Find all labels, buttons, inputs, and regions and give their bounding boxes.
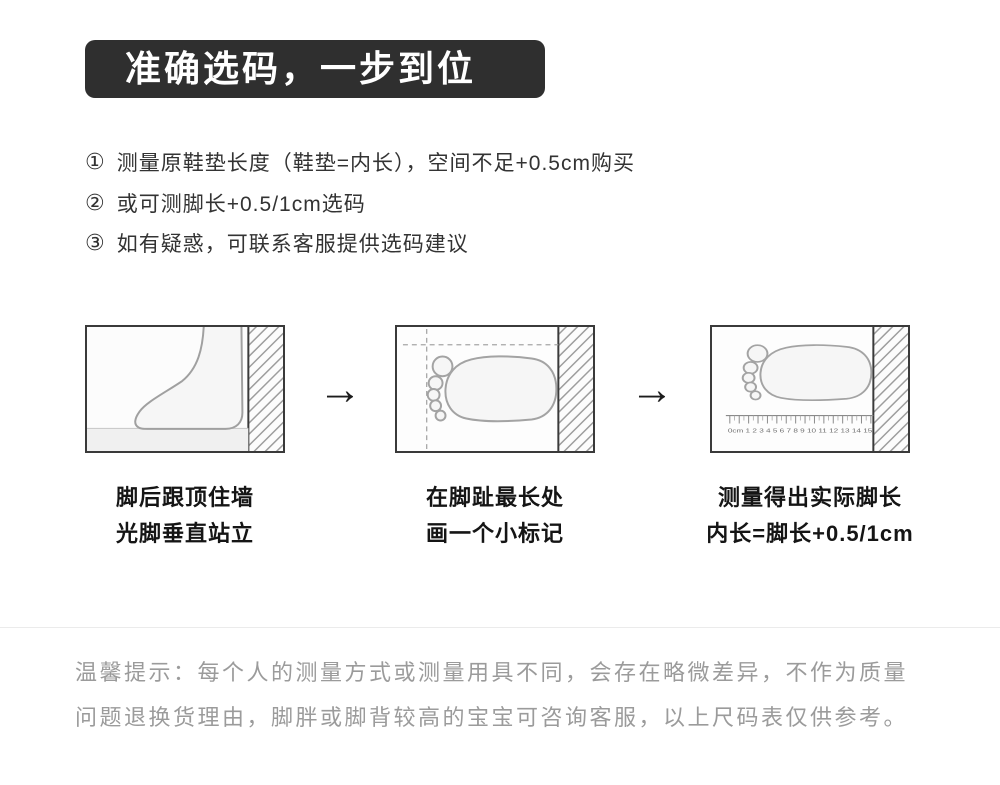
instruction-item-2: ② 或可测脚长+0.5/1cm选码 [85, 190, 366, 216]
step3-caption-line1: 测量得出实际脚长 [717, 485, 902, 510]
wall-hatch [248, 327, 283, 451]
ruler-major-ticks [729, 415, 872, 424]
wall-hatch [873, 327, 908, 451]
step3-illustration-box: 0cm 1 2 3 4 5 6 7 8 9 10 11 12 13 14 15 [710, 325, 910, 453]
instruction-item-3: ③ 如有疑惑，可联系客服提供选码建议 [85, 230, 469, 256]
step2-caption-line1: 在脚趾最长处 [425, 485, 564, 510]
footer-note-line2: 问题退换货理由，脚胖或脚背较高的宝宝可咨询客服，以上尺码表仅供参考。 [75, 705, 909, 730]
instruction-text-3: 如有疑惑，可联系客服提供选码建议 [116, 233, 469, 256]
arrow-right-icon: → [630, 365, 674, 414]
ruler-minor-ticks [734, 415, 867, 421]
ruler-numbers: 0cm 1 2 3 4 5 6 7 8 9 10 11 12 13 14 15 [728, 428, 873, 434]
instruction-number-2: ② [85, 190, 106, 215]
step2-illustration-box [395, 325, 595, 453]
footer-note: 温馨提示：每个人的测量方式或测量用具不同，会存在略微差异，不作为质量 问题退换货… [75, 650, 955, 740]
instruction-text-1: 测量原鞋垫长度（鞋垫=内长），空间不足+0.5cm购买 [116, 152, 635, 175]
instruction-number-1: ① [85, 149, 106, 174]
instruction-text-2: 或可测脚长+0.5/1cm选码 [116, 193, 366, 216]
wall-hatch [558, 327, 593, 451]
foot-top-outline [741, 344, 873, 402]
step1-caption-line1: 脚后跟顶住墙 [115, 485, 254, 510]
page-title: 准确选码，一步到位 [125, 48, 477, 89]
ruler: 0cm 1 2 3 4 5 6 7 8 9 10 11 12 13 14 15 [725, 414, 874, 434]
foot-side-outline [134, 327, 244, 430]
instruction-number-3: ③ [85, 230, 106, 255]
step3-caption-line2: 内长=脚长+0.5/1cm [706, 521, 914, 546]
step1-caption: 脚后跟顶住墙 光脚垂直站立 [45, 480, 325, 552]
instruction-item-1: ① 测量原鞋垫长度（鞋垫=内长），空间不足+0.5cm购买 [85, 149, 635, 175]
foot-ruler-illustration: 0cm 1 2 3 4 5 6 7 8 9 10 11 12 13 14 15 [712, 327, 908, 451]
floor [87, 428, 249, 451]
footer-note-line1: 温馨提示：每个人的测量方式或测量用具不同，会存在略微差异，不作为质量 [75, 660, 909, 685]
foot-top-view-illustration [397, 327, 593, 451]
title-badge: 准确选码，一步到位 [85, 40, 545, 98]
step1-caption-line2: 光脚垂直站立 [115, 521, 254, 546]
step2-caption: 在脚趾最长处 画一个小标记 [355, 480, 635, 552]
step3-caption: 测量得出实际脚长 内长=脚长+0.5/1cm [670, 480, 950, 552]
arrow-right-icon: → [318, 365, 362, 414]
step1-illustration-box [85, 325, 285, 453]
section-divider [0, 627, 1000, 628]
step2-caption-line2: 画一个小标记 [425, 521, 564, 546]
foot-top-outline [426, 355, 558, 423]
foot-side-view-illustration [87, 327, 283, 451]
